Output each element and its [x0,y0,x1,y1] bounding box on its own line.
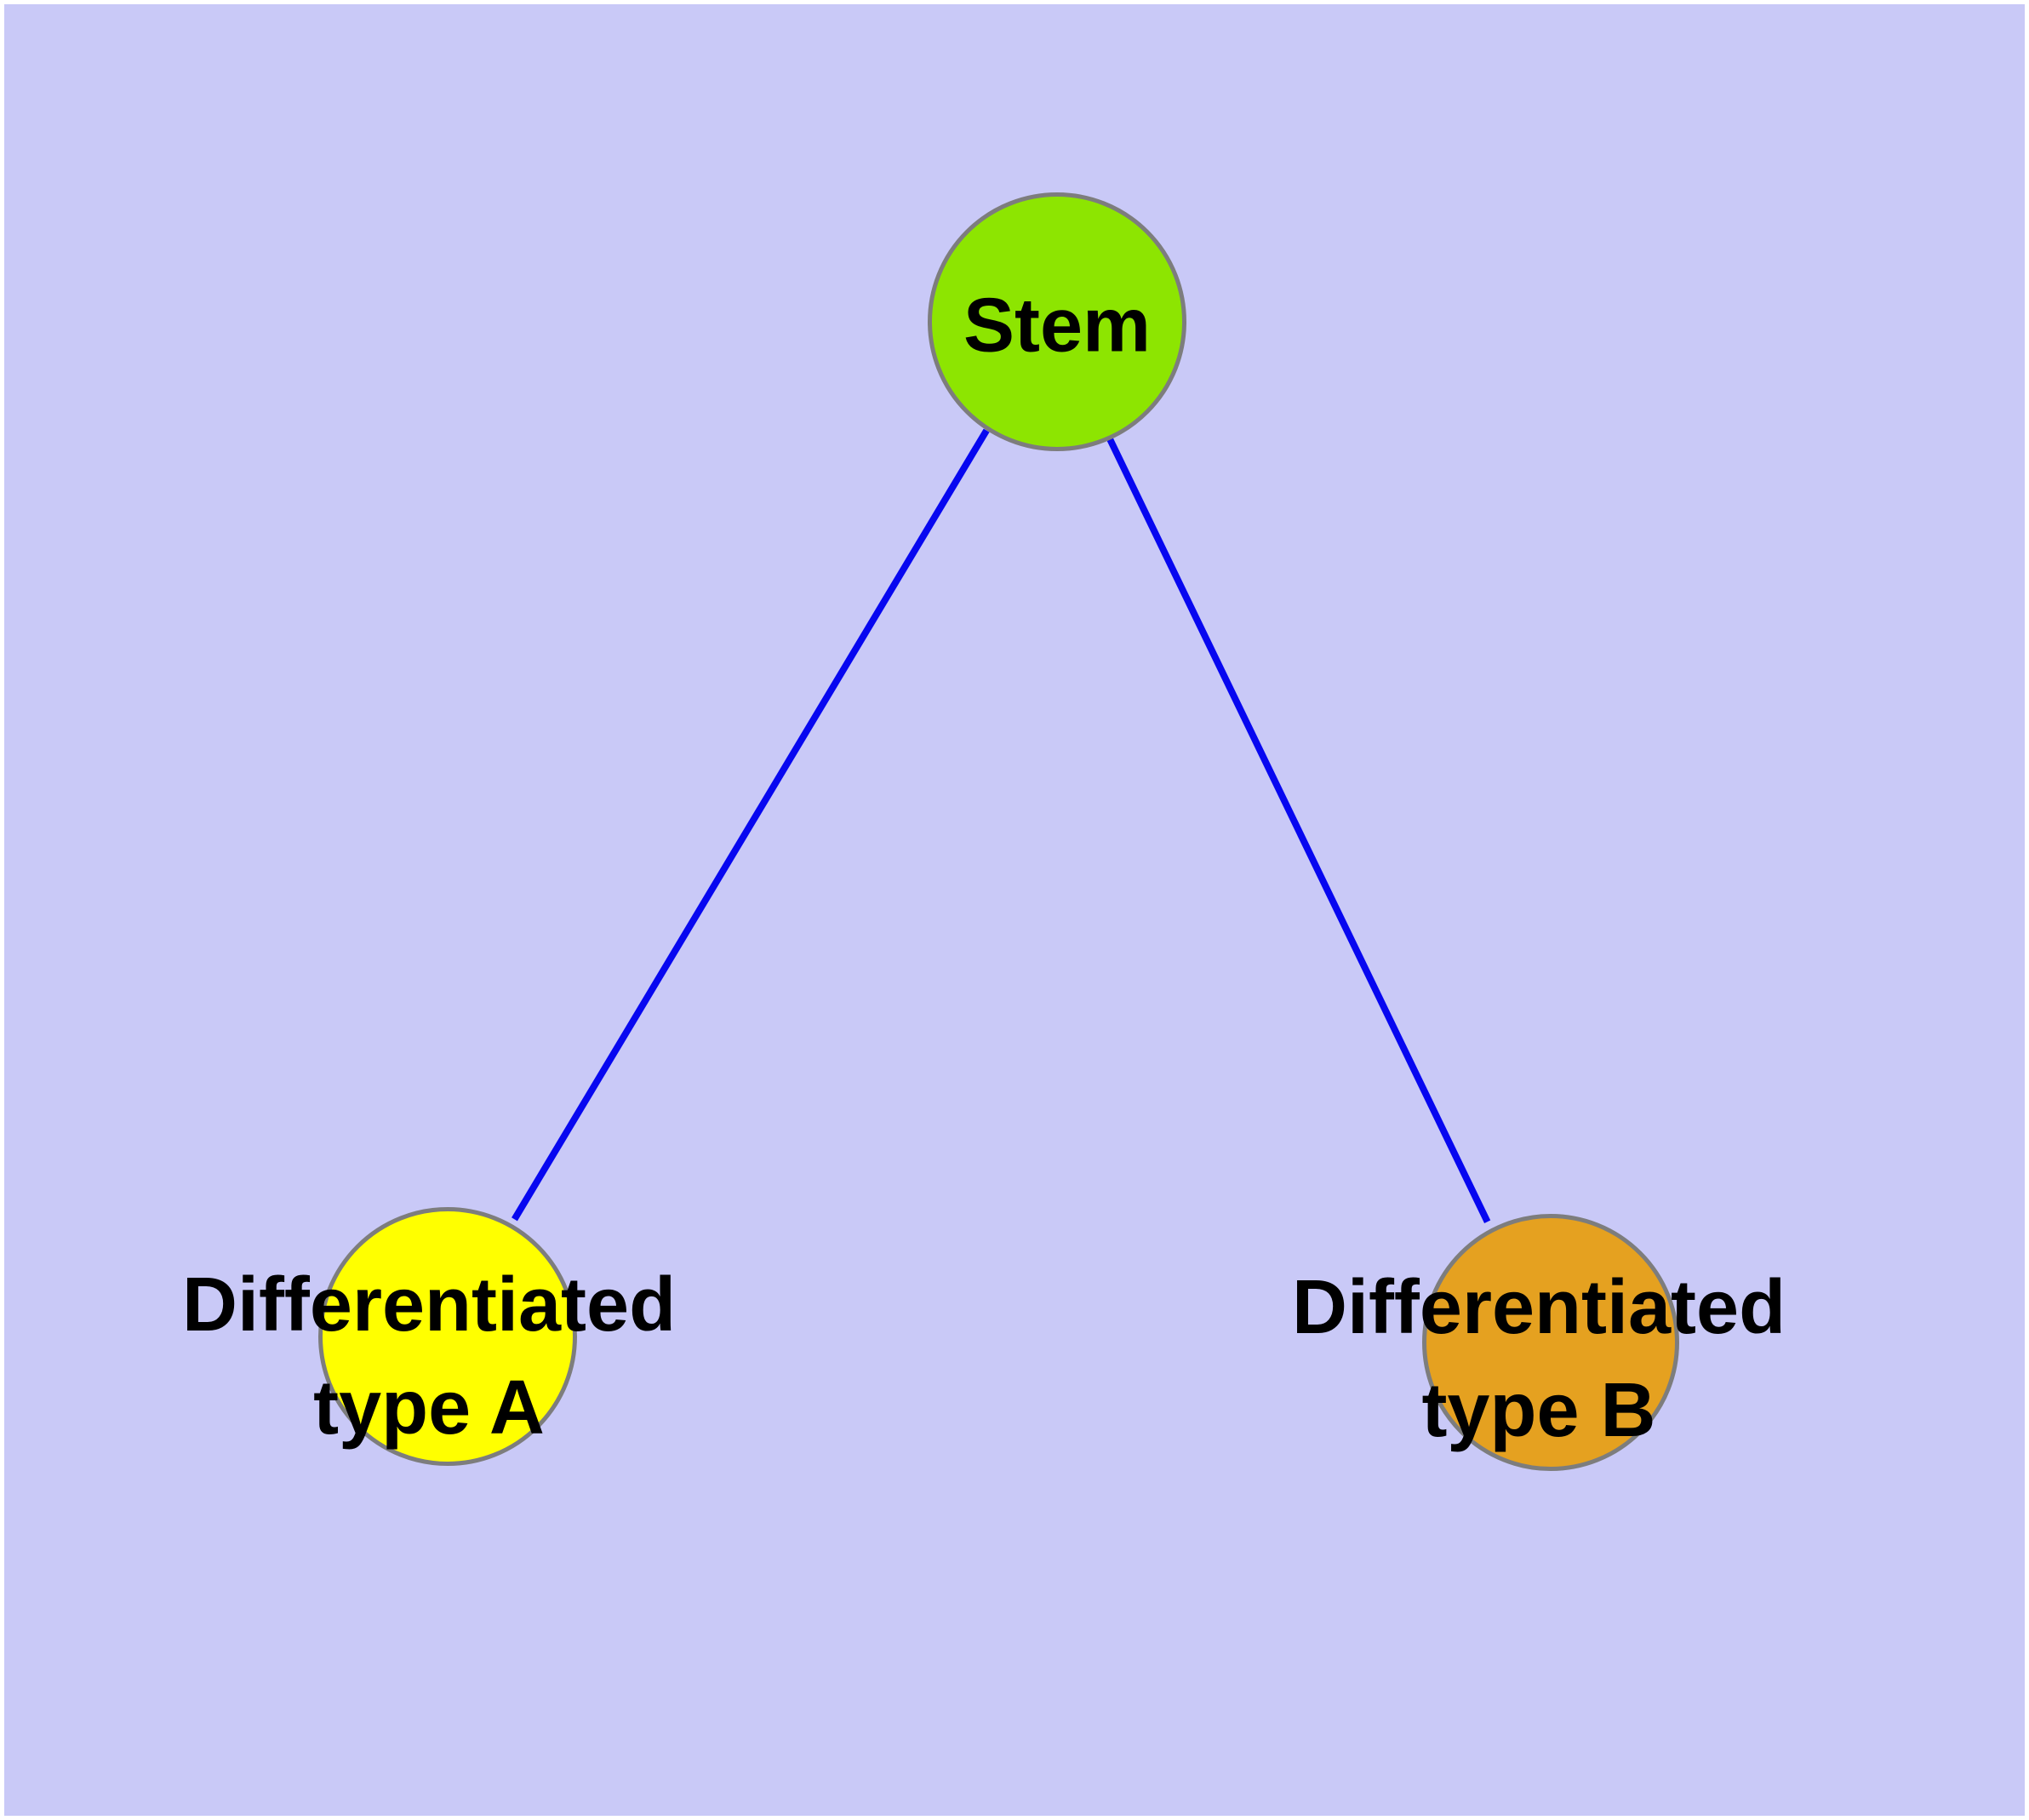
node-differentiated-type-a[interactable]: Differentiated type A [182,1207,676,1466]
node-differentiated-type-a-label-line-1: Differentiated [181,1262,677,1348]
edge-stem-to-type-a[interactable] [512,428,990,1222]
node-stem-label: Stem [963,275,1151,378]
node-differentiated-type-b-label-line-1: Differentiated [1291,1265,1786,1350]
node-differentiated-type-a-label: Differentiated type A [182,1254,676,1460]
node-differentiated-type-a-label-line-2: type A [313,1365,545,1451]
node-differentiated-type-b-label-line-2: type B [1421,1368,1656,1453]
node-stem[interactable]: Stem [928,192,1186,451]
node-differentiated-type-b-label: Differentiated type B [1292,1256,1786,1462]
node-stem-label-line: Stem [963,283,1152,369]
node-differentiated-type-b[interactable]: Differentiated type B [1292,1214,1786,1471]
edge-stem-to-type-b[interactable] [1105,434,1491,1224]
edge-layer [512,428,1491,1224]
